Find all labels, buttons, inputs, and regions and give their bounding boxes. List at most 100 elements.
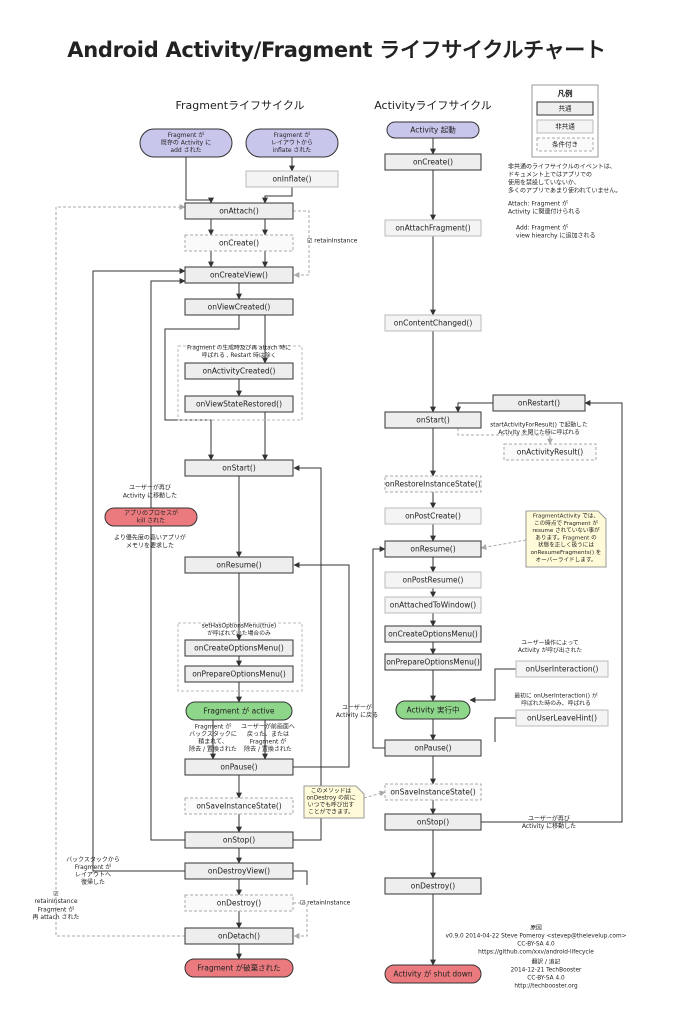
fragment-onattach-shape <box>184 202 294 220</box>
activity-oncreate-shape <box>384 153 482 171</box>
save-state-note-text: このメソッドは <box>311 788 352 795</box>
fragment-activity-note: FragmentActivity では、この時点で Fragment がresu… <box>525 510 607 568</box>
credits-original: v0.9.0 2014-04-22 Steve Pomeroy <stevep@… <box>446 934 627 940</box>
activity-onrestoreinstancestate-shape <box>384 475 482 493</box>
flow-arrow <box>164 315 240 461</box>
fragment-oncreateview: onCreateView() <box>184 266 294 284</box>
fragment-process-killed-label: アプリのプロセスが <box>124 509 178 517</box>
activity-ondestroy-label: onDestroy() <box>411 882 455 891</box>
activity-onpostcreate-label: onPostCreate() <box>405 512 461 521</box>
activity-onpostresume-shape <box>384 571 482 589</box>
fragment-onsaveinstancestate: onSaveInstanceState() <box>184 797 294 815</box>
fragment-user-returned-note: Activity に移動した <box>123 492 177 500</box>
fragment-created-group <box>177 345 303 421</box>
activity-onattachfragment: onAttachFragment() <box>384 219 482 237</box>
activity-onrestart-shape <box>492 394 586 412</box>
activity-onresume-label: onResume() <box>410 545 455 554</box>
fragment-activity-note-text: オーバーライドします。 <box>536 556 597 563</box>
fragment-backstack-note: Fragment が <box>195 723 232 731</box>
flow-arrow <box>457 428 553 445</box>
activity-onuserleavehint: onUserLeaveHint() <box>515 709 609 727</box>
activity-ondestroy: onDestroy() <box>384 877 482 895</box>
activity-onpostresume: onPostResume() <box>384 571 482 589</box>
activity-onsaveinstancestate-shape <box>384 783 482 801</box>
fragment-ondetach-shape <box>184 927 294 945</box>
flow-arrow <box>92 268 186 872</box>
legend-note: 非共通のライフサイクルのイベントは、 <box>508 163 616 171</box>
fragment-ondestroyview: onDestroyView() <box>184 862 294 880</box>
fragment-onstop-shape <box>184 831 294 849</box>
fragment-oncreateoptionsmenu-label: onCreateOptionsMenu() <box>194 644 284 653</box>
fragment-active: Fragment が active <box>185 701 293 721</box>
activity-onattachedtowindow: onAttachedToWindow() <box>384 596 482 614</box>
fragment-activity-note-text: resume されていない事が <box>532 526 600 534</box>
fragment-oncreateview-label: onCreateView() <box>210 271 268 280</box>
activity-onpause-label: onPause() <box>414 744 451 753</box>
activity-onrestart: onRestart() <box>492 394 586 412</box>
fragment-onattach: onAttach() <box>184 202 294 220</box>
fragment-start-existing-label: Fragment が <box>168 131 205 139</box>
fragment-onviewcreated-shape <box>184 298 294 316</box>
credits-translation: 翻訳 / 追記 <box>532 958 561 966</box>
activity-ondestroy-shape <box>384 877 482 895</box>
activity-onpostcreate-shape <box>384 507 482 525</box>
add-note: Add: Fragment が <box>516 224 568 232</box>
fragment-onstart-shape <box>184 459 294 477</box>
fragment-oninflate: onInflate() <box>245 170 339 188</box>
activity-onuserleavehint-label: onUserLeaveHint() <box>527 714 597 723</box>
fragment-onprepareoptionsmenu-shape <box>184 665 294 683</box>
flow-arrow <box>494 717 516 742</box>
save-state-note-text: ことができます。 <box>308 808 354 816</box>
activity-onprepareoptionsmenu-shape <box>384 653 482 671</box>
fragment-ondestroy-shape <box>184 894 294 912</box>
activity-onrestoreinstancestate-label: onRestoreInstanceState() <box>385 480 480 489</box>
activity-user-leave-note: 最初に onUserInteraction() が <box>514 692 597 700</box>
fragment-backstack-return-note: レイアウトへ <box>75 871 111 879</box>
fragment-process-killed-label: kill された <box>137 517 165 524</box>
fragment-onpause-label: onPause() <box>220 763 257 772</box>
activity-onstart: onStart() <box>384 411 482 429</box>
fragment-onstart: onStart() <box>184 459 294 477</box>
fragment-onsaveinstancestate-shape <box>184 797 294 815</box>
fragment-oncreateoptionsmenu: onCreateOptionsMenu() <box>184 639 294 657</box>
fragment-start-inflate-shape <box>245 128 339 158</box>
flow-arrow <box>262 187 293 204</box>
fragment-start-inflate-label: Fragment が <box>274 131 311 139</box>
activity-oncreate-label: onCreate() <box>413 158 453 167</box>
fragment-onviewcreated: onViewCreated() <box>184 298 294 316</box>
legend-note: 多くのアプリであまり使われていません。 <box>508 187 621 195</box>
activity-running: Activity 実行中 <box>395 700 471 720</box>
fragment-oncreate-label: onCreate() <box>219 239 259 248</box>
flow-arrow <box>185 157 214 204</box>
activity-column-header: Activityライフサイクル <box>374 99 492 112</box>
fragment-onviewstaterestored-shape <box>184 395 294 413</box>
fragment-backstack-note: 積まれて、 <box>198 738 228 746</box>
activity-running-shape <box>395 700 471 720</box>
legend-note: ドキュメント上ではアプリでの <box>508 171 592 179</box>
fragment-onsaveinstancestate-label: onSaveInstanceState() <box>196 802 281 811</box>
fragment-onactivitycreated-label: onActivityCreated() <box>203 367 276 376</box>
retain-instance-note: ☑ retainInstance <box>307 238 358 245</box>
legend-note: 使用を禁設していないか、 <box>508 179 580 187</box>
activity-user-returned-note: ユーザーが再び <box>528 815 570 823</box>
legend-noncommon-swatch <box>536 119 594 134</box>
retain-instance-note: ☑ retainInstance <box>300 900 351 907</box>
activity-onpostresume-label: onPostResume() <box>403 576 464 585</box>
fragment-returned-note: ユーザーが <box>342 704 372 712</box>
fragment-ondestroy: onDestroy() <box>184 894 294 912</box>
fragment-backstack-return-note: バックスタックから <box>66 856 120 864</box>
fragment-onstop-label: onStop() <box>223 836 255 845</box>
retain-instance-note: ☑ <box>53 891 58 898</box>
credits-original: CC-BY-SA 4.0 <box>517 942 555 948</box>
fragment-onresume: onResume() <box>184 556 294 574</box>
fragment-onprepareoptionsmenu-label: onPrepareOptionsMenu() <box>192 670 286 679</box>
fragment-onviewstaterestored-label: onViewStateRestored() <box>196 400 282 409</box>
save-state-note-text: onDestroy の前に <box>306 794 355 802</box>
activity-onpause: onPause() <box>384 739 482 757</box>
credits-translation: 2014-12-21 TechBooster <box>511 968 582 974</box>
activity-start: Activity 起動 <box>386 121 480 139</box>
flow-arrow <box>293 870 308 885</box>
credits-original: 原図 <box>530 925 542 932</box>
save-state-note-shape <box>303 785 365 819</box>
